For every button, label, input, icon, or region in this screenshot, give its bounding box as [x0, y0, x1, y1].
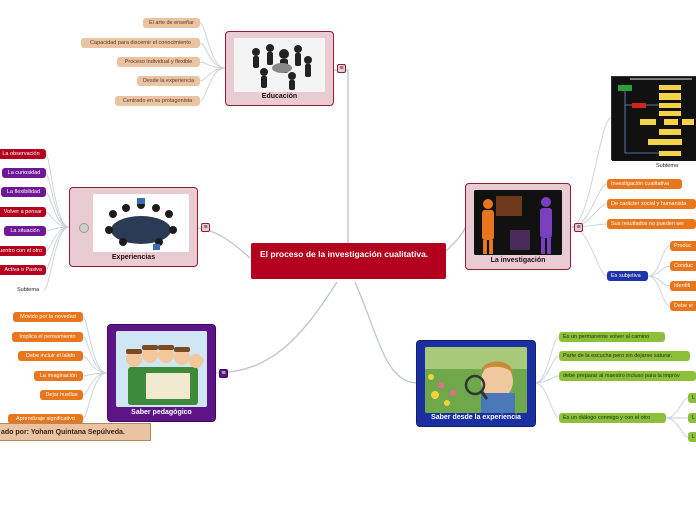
- topic-saber-pedagogico[interactable]: Saber pedagógico: [107, 324, 216, 422]
- educacion-subtopic[interactable]: Centrado en su protagonista: [115, 96, 200, 106]
- educacion-image: [234, 38, 325, 92]
- investigacion-subtopic[interactable]: Investigación cualitativa: [607, 179, 682, 189]
- dialogo-child[interactable]: L: [688, 432, 696, 442]
- saber-experiencia-image: [425, 347, 527, 413]
- saber-pedagogico-subtopic[interactable]: Aprendizaje significativo: [8, 414, 83, 424]
- saber-experiencia-subtopic[interactable]: Es un permanente volver al camino: [559, 332, 665, 342]
- experiencias-title: Experiencias: [111, 254, 156, 261]
- educacion-subtopic[interactable]: Proceso individual y flexible: [117, 57, 200, 67]
- educacion-hamburger-icon[interactable]: ≡: [337, 64, 346, 73]
- subjetiva-child[interactable]: Conduc: [670, 261, 696, 271]
- author-note[interactable]: ado por: Yoham Quintana Sepúlveda.: [0, 423, 151, 441]
- saber-pedagogico-image: [116, 331, 207, 407]
- educacion-subtopic[interactable]: El arte de enseñar: [143, 18, 200, 28]
- investigacion-subtopic[interactable]: Es subjetiva: [607, 271, 648, 281]
- experiencias-subtopic[interactable]: La situación: [4, 226, 46, 236]
- experiencias-subtopic[interactable]: La curiosidad: [2, 168, 46, 178]
- topic-saber-experiencia[interactable]: Saber desde la experiencia: [416, 340, 536, 427]
- experiencias-subtopic[interactable]: La observación: [0, 149, 46, 159]
- topic-experiencias[interactable]: Experiencias: [69, 187, 198, 267]
- experiencias-subtopic[interactable]: Volver a pensar: [0, 207, 46, 217]
- experiencias-subtopic[interactable]: Activa o Pasiva: [0, 265, 46, 275]
- investigacion-subtema-label: Subtema: [655, 163, 678, 169]
- experiencias-hamburger-icon[interactable]: ≡: [201, 223, 210, 232]
- saber-pedagogico-subtopic[interactable]: Implica el pensamiento: [12, 332, 83, 342]
- educacion-subtopic[interactable]: Capacidad para discernir el conocimiento: [81, 38, 200, 48]
- investigacion-subtema-image[interactable]: [611, 76, 696, 161]
- saber-pedagogico-subtopic[interactable]: Dejar huellas: [40, 390, 83, 400]
- central-topic-title: El proceso de la investigación cualitati…: [260, 249, 429, 259]
- saber-experiencia-subtopic[interactable]: Parte de la escucha pero sin dejarse sat…: [559, 351, 690, 361]
- experiencias-subtopic[interactable]: Subtema: [16, 287, 39, 293]
- saber-pedagogico-subtopic[interactable]: Movido por la novedad: [13, 312, 83, 322]
- investigacion-subtopic[interactable]: Sus resultados no pueden ser: [607, 219, 696, 229]
- saber-experiencia-subtopic[interactable]: Es un diálogo conmigo y con el otro: [559, 413, 666, 423]
- investigacion-title: La investigación: [490, 257, 546, 264]
- experiencias-collapse-icon[interactable]: [79, 223, 89, 233]
- educacion-subtopic[interactable]: Desde la experiencia: [137, 76, 200, 86]
- subjetiva-child[interactable]: Produc: [670, 241, 696, 251]
- topic-educacion[interactable]: Educación: [225, 31, 334, 106]
- saber-pedagogico-subtopic[interactable]: La imaginación: [34, 371, 83, 381]
- saber-pedagogico-title: Saber pedagógico: [131, 409, 192, 416]
- topic-investigacion[interactable]: La investigación: [465, 183, 571, 270]
- experiencias-image: [93, 194, 189, 252]
- saber-pedagogico-subtopic[interactable]: Debe incluir el lalido: [18, 351, 83, 361]
- experiencias-subtopic[interactable]: Encuentro con el otro: [0, 246, 46, 256]
- dialogo-child[interactable]: L: [688, 393, 696, 403]
- dialogo-child[interactable]: L: [688, 413, 696, 423]
- subjetiva-child[interactable]: Debe vi: [670, 301, 696, 311]
- experiencias-subtopic[interactable]: La flexibilidad: [1, 187, 46, 197]
- educacion-title: Educación: [261, 93, 298, 100]
- investigacion-hamburger-icon[interactable]: ≡: [574, 223, 583, 232]
- investigacion-subtopic[interactable]: De carácter social y humanista: [607, 199, 696, 209]
- subjetiva-child[interactable]: Identifi: [670, 281, 696, 291]
- saber-experiencia-subtopic[interactable]: debe preparar al maestro incluso para la…: [559, 371, 696, 381]
- saber-pedagogico-hamburger-icon[interactable]: ≡: [219, 369, 228, 378]
- saber-experiencia-title: Saber desde la experiencia: [431, 414, 521, 421]
- investigacion-image: [474, 190, 562, 255]
- central-topic[interactable]: El proceso de la investigación cualitati…: [251, 243, 446, 279]
